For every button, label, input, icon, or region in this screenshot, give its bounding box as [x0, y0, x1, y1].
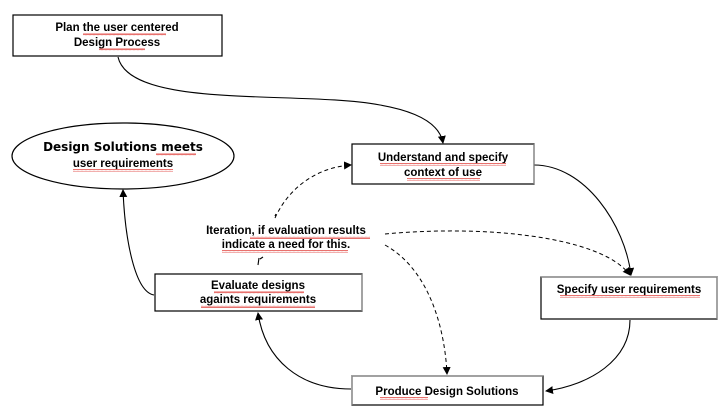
iteration-annotation-line-2: indicate a need for this.: [222, 239, 350, 251]
node-evaluate-line-2: againts requirements: [200, 294, 316, 306]
node-outcome-line-2: user requirements: [73, 158, 173, 170]
node-specify[interactable]: Specify user requirements: [540, 276, 718, 320]
node-specify-line-1: Specify user requirements: [557, 284, 701, 296]
iteration-annotation: Iteration, if evaluation results indicat…: [206, 225, 370, 253]
node-outcome[interactable]: Design Solutions meets user requirements: [11, 122, 235, 190]
node-evaluate-line-1: Evaluate designs: [211, 280, 305, 292]
node-understand[interactable]: Understand and specify context of use: [351, 143, 535, 185]
node-outcome-line-1: Design Solutions meets: [43, 140, 203, 154]
node-produce-line-1: Produce Design Solutions: [375, 386, 518, 398]
node-understand-line-2: context of use: [404, 167, 482, 179]
iteration-annotation-line-1: Iteration, if evaluation results: [206, 225, 366, 237]
node-plan[interactable]: Plan the user centered Design Process: [12, 14, 223, 57]
node-produce[interactable]: Produce Design Solutions: [351, 375, 544, 406]
edge-plan-to-understand: [117, 56, 446, 144]
node-evaluate[interactable]: Evaluate designs againts requirements: [154, 273, 363, 312]
edge-understand-to-specify: [533, 164, 635, 276]
iteration-tick-mark-top: [274, 213, 277, 217]
node-understand-line-1: Understand and specify: [378, 152, 509, 164]
edge-iteration-to-specify: [384, 230, 631, 276]
iteration-tick-mark: [257, 256, 264, 266]
edge-iteration-to-produce: [384, 244, 451, 375]
edge-iteration-to-understand: [274, 161, 352, 219]
node-plan-line-2: Design Process: [74, 37, 160, 49]
node-plan-line-1: Plan the user centered: [55, 22, 178, 34]
edge-specify-to-produce: [545, 319, 631, 395]
edge-evaluate-to-outcome: [119, 189, 155, 296]
edge-produce-to-evaluate: [255, 312, 352, 390]
